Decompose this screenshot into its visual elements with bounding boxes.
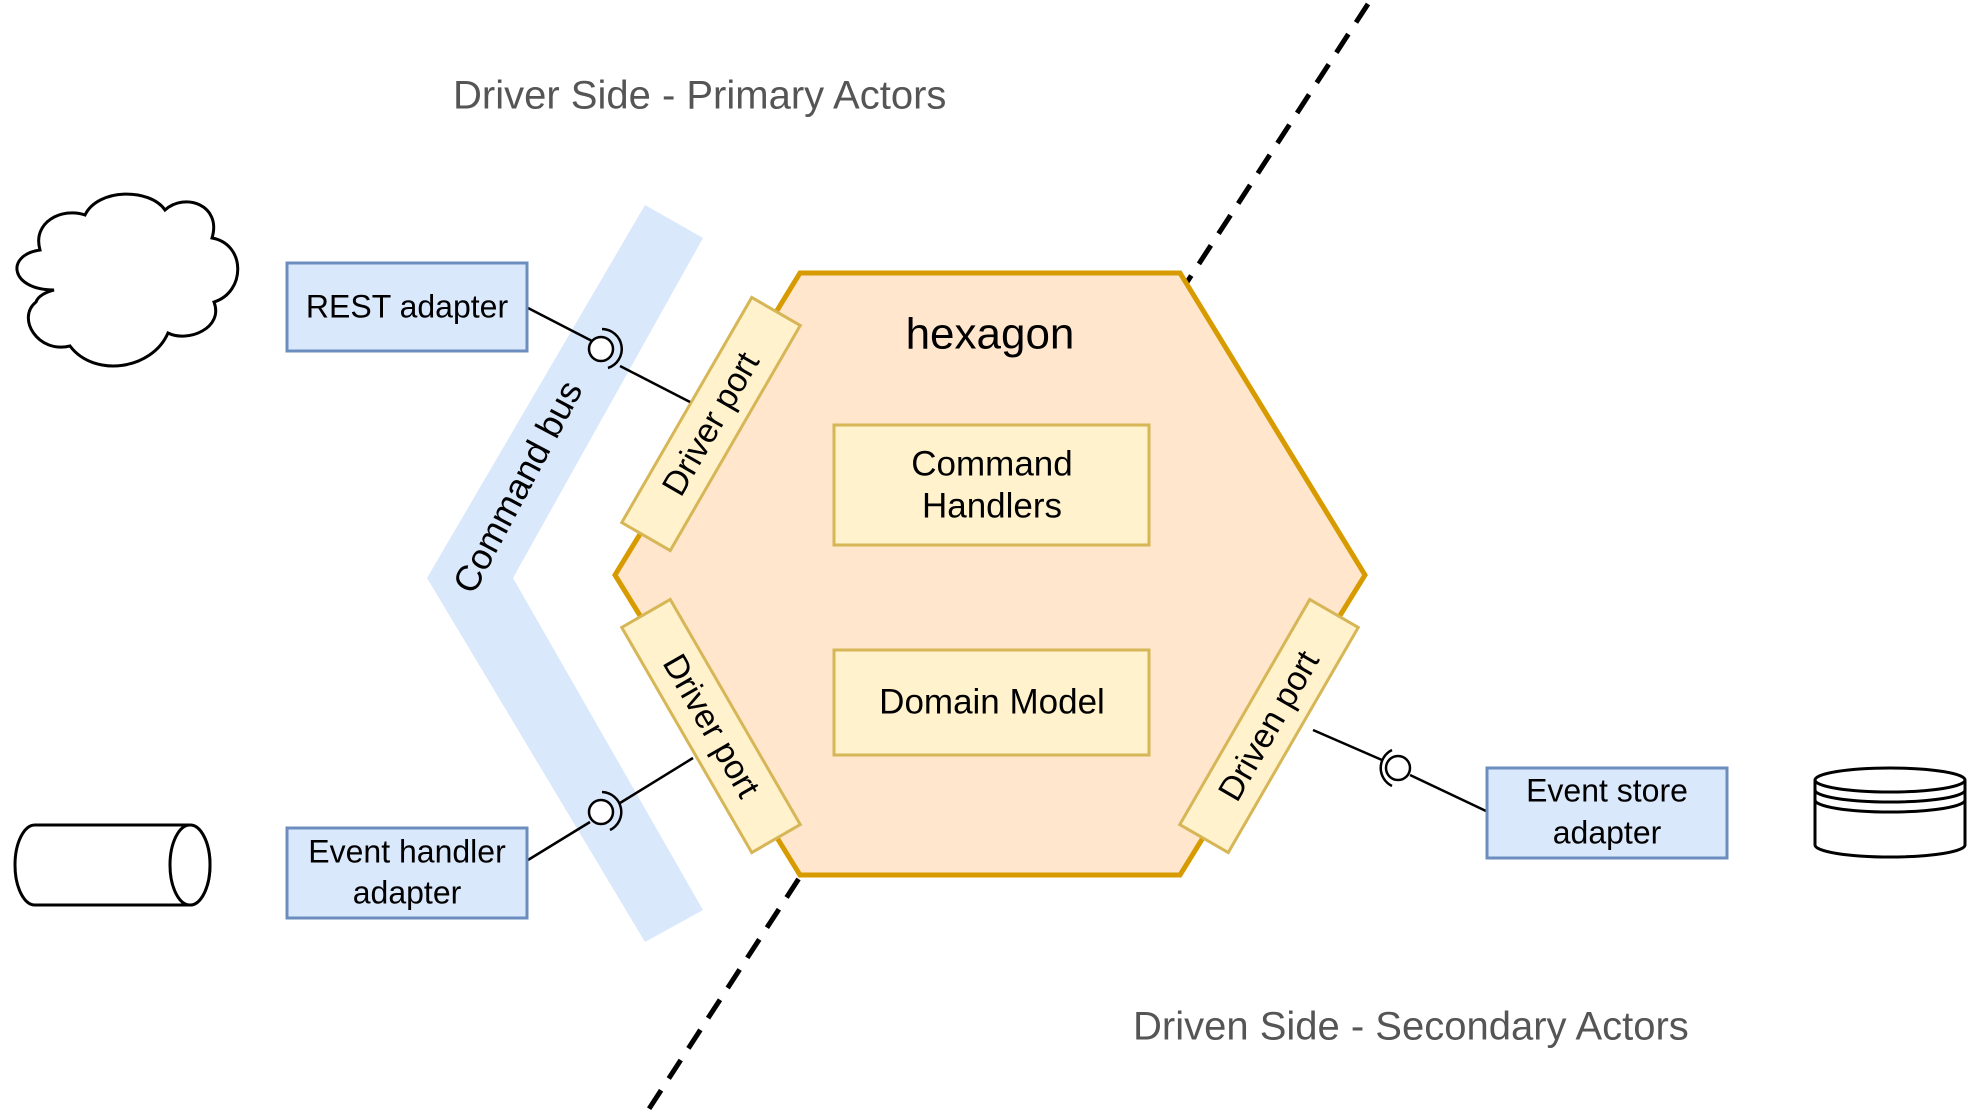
driver-port-top-connector xyxy=(619,364,691,404)
driven-port-connector xyxy=(1312,728,1383,762)
driver-port-bottom-connector xyxy=(619,756,694,805)
command-bus-band[interactable] xyxy=(427,205,703,942)
command-handlers-label-line2: Handlers xyxy=(922,486,1062,525)
event-handler-connector xyxy=(527,820,591,862)
event-handler-adapter-label-line2: adapter xyxy=(353,874,462,910)
domain-model-box[interactable] xyxy=(832,648,1151,757)
event-store-adapter-label-line2: adapter xyxy=(1553,814,1662,850)
rest-adapter-box[interactable] xyxy=(285,261,529,353)
cylinder-icon xyxy=(13,823,212,907)
interface-socket-top-icon xyxy=(587,327,624,370)
event-handler-adapter-box[interactable] xyxy=(285,826,529,920)
event-store-connector xyxy=(1409,773,1487,813)
cloud-icon xyxy=(15,192,240,368)
interface-socket-bottom-icon xyxy=(587,790,623,832)
event-handler-adapter-label-line1: Event handler xyxy=(308,833,506,869)
driver-side-caption: Driver Side - Primary Actors xyxy=(453,74,946,118)
interface-socket-right-icon xyxy=(1379,748,1412,788)
database-icon xyxy=(1813,766,1967,859)
driven-port[interactable]: Driven port xyxy=(1177,597,1361,855)
command-handlers-box[interactable] xyxy=(832,423,1151,547)
rest-adapter-connector xyxy=(527,306,593,343)
domain-model-label: Domain Model xyxy=(879,682,1105,721)
event-store-adapter-label-line1: Event store xyxy=(1526,772,1688,808)
event-store-adapter-box[interactable] xyxy=(1485,766,1729,860)
rest-adapter-label: REST adapter xyxy=(306,288,509,324)
hexagon-title: hexagon xyxy=(906,310,1075,359)
driven-side-caption: Driven Side - Secondary Actors xyxy=(1133,1005,1689,1049)
command-handlers-label-line1: Command xyxy=(911,444,1072,483)
hexagon-core[interactable] xyxy=(612,270,1368,878)
